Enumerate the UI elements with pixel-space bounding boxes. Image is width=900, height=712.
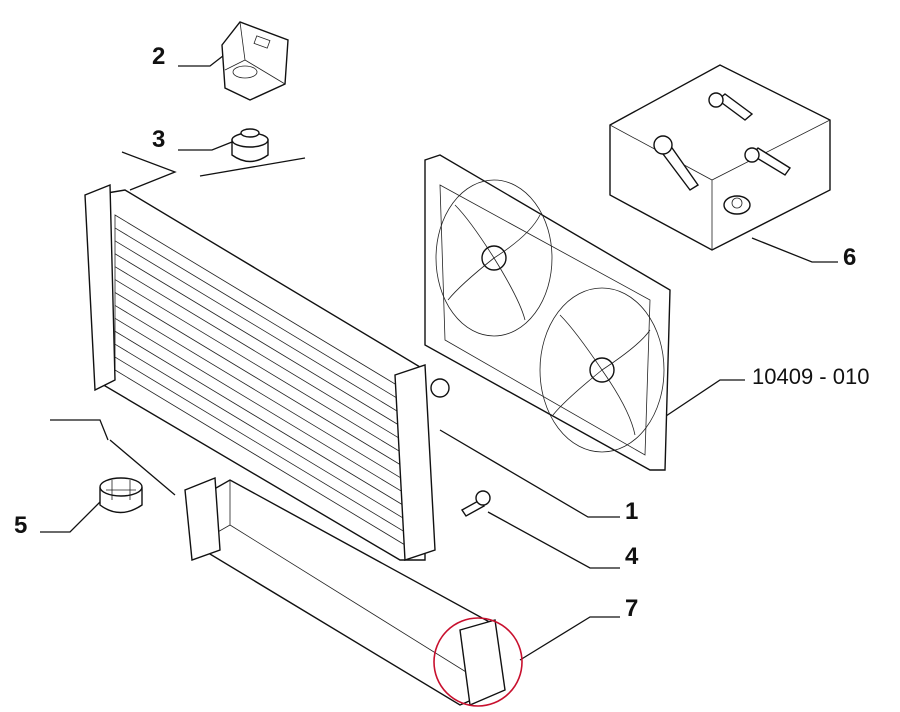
part-2-bracket bbox=[221, 21, 289, 101]
radiator-fin-line bbox=[114, 279, 406, 455]
fan-shroud bbox=[424, 154, 671, 471]
radiator-fin-line bbox=[114, 343, 406, 520]
radiator-fin-line bbox=[114, 227, 406, 404]
radiator bbox=[84, 183, 450, 561]
leader-lines bbox=[40, 51, 838, 661]
part-7-intercooler bbox=[184, 476, 506, 707]
part-5-cap bbox=[99, 477, 143, 514]
part-4-bolt bbox=[460, 490, 491, 517]
radiator-fin-line bbox=[114, 317, 406, 494]
callout-3: 3 bbox=[152, 126, 166, 153]
reference-label: 10409 - 010 bbox=[752, 364, 870, 389]
radiator-fin-line bbox=[114, 330, 406, 507]
radiator-fin-line bbox=[114, 305, 406, 481]
part-6-bolt-kit bbox=[609, 64, 831, 251]
radiator-fin-line bbox=[114, 356, 406, 533]
radiator-fin-line bbox=[114, 292, 406, 468]
highlight-circle bbox=[433, 617, 523, 707]
callout-5: 5 bbox=[14, 512, 28, 539]
part-3-cap bbox=[231, 128, 269, 163]
callout-7: 7 bbox=[625, 595, 639, 622]
radiator-fin-line bbox=[114, 240, 406, 417]
callout-2: 2 bbox=[152, 43, 166, 70]
callout-4: 4 bbox=[625, 543, 639, 570]
radiator-fin-line bbox=[114, 266, 406, 443]
callout-6: 6 bbox=[843, 244, 857, 271]
callout-1: 1 bbox=[625, 498, 639, 525]
radiator-fin-line bbox=[114, 253, 406, 430]
